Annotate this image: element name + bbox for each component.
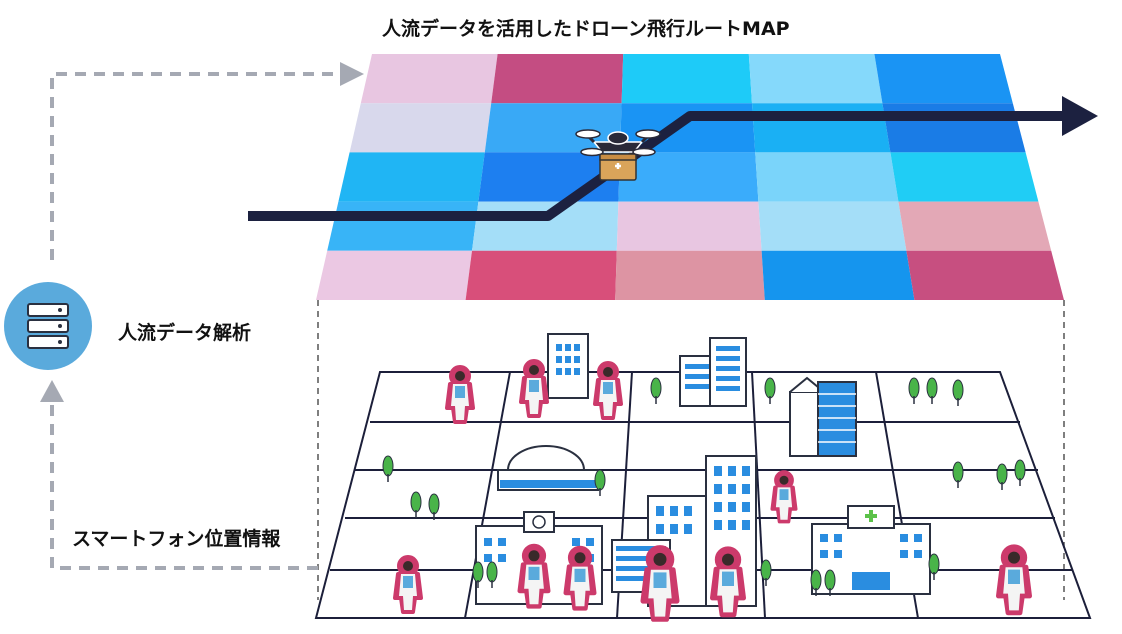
tree-icon [1014, 459, 1026, 486]
heatmap-cell [748, 54, 883, 104]
map-title: 人流データを活用したドローン飛行ルートMAP [382, 18, 790, 40]
heatmap-cell [882, 103, 1026, 153]
person-icon [445, 365, 475, 424]
building-highrise [789, 376, 857, 457]
tree-icon [410, 491, 422, 518]
tree-icon [928, 553, 940, 580]
person-icon [519, 359, 549, 418]
person-icon [709, 546, 747, 618]
heatmap-cell [465, 250, 617, 300]
heatmap-cell [874, 54, 1013, 104]
person-icon [593, 361, 623, 420]
tree-icon [952, 379, 964, 406]
heatmap-cell [621, 54, 752, 104]
tree-icon [926, 377, 938, 404]
person-icon [640, 545, 680, 622]
heatmap-cell [616, 201, 762, 251]
heatmap-cell [349, 103, 492, 153]
building-center [647, 455, 757, 607]
tree-icon [594, 469, 606, 496]
heatmap-cell [758, 201, 907, 251]
server-icon [4, 282, 92, 370]
tree-icon [472, 561, 484, 588]
heatmap-cell [615, 250, 765, 300]
person-icon [563, 545, 597, 611]
heatmap-cell [360, 54, 498, 104]
person-icon [517, 543, 551, 609]
tree-icon [650, 377, 662, 404]
loop-arrowhead-top [340, 62, 364, 86]
heatmap-cell [755, 152, 899, 202]
smartphone-location-label: スマートフォン位置情報 [72, 528, 281, 550]
tree-icon [996, 463, 1008, 490]
building-tower [547, 333, 589, 399]
tree-icon [486, 561, 498, 588]
hospital-cross-icon [865, 510, 877, 522]
heatmap-cell [890, 152, 1039, 202]
heatmap-cell [752, 103, 891, 153]
tree-icon [824, 569, 836, 596]
heatmap-cell [491, 54, 624, 104]
building-office [679, 337, 747, 407]
loop-arrowhead-up [40, 380, 64, 402]
tree-icon [908, 377, 920, 404]
tree-icon [952, 461, 964, 488]
projection-lines [317, 300, 1065, 600]
feedback-loop [40, 62, 364, 570]
trees [382, 377, 1026, 596]
heatmap-cell [327, 201, 479, 251]
heatmap-cell [898, 201, 1052, 251]
route-arrowhead [1062, 96, 1098, 136]
people [393, 359, 1033, 622]
heatmap-cell [618, 152, 759, 202]
tree-icon [764, 377, 776, 404]
heatmap-cell [906, 250, 1064, 300]
analysis-label: 人流データ解析 [118, 322, 252, 344]
heatmap-cell [316, 250, 472, 300]
tree-icon [428, 493, 440, 520]
person-icon [995, 544, 1033, 616]
tree-icon [382, 455, 394, 482]
buildings [475, 333, 931, 607]
person-icon [770, 470, 798, 524]
heatmap-cell [484, 103, 622, 153]
tree-icon [810, 569, 822, 596]
heatmap-grid [316, 54, 1064, 300]
heatmap-cell [472, 201, 619, 251]
building-dome [497, 445, 599, 491]
tree-icon [760, 559, 772, 586]
person-icon [393, 555, 423, 614]
clock-icon [532, 515, 546, 529]
drone-icon [575, 129, 661, 181]
heatmap-cell [761, 250, 915, 300]
heatmap-cell [338, 152, 485, 202]
